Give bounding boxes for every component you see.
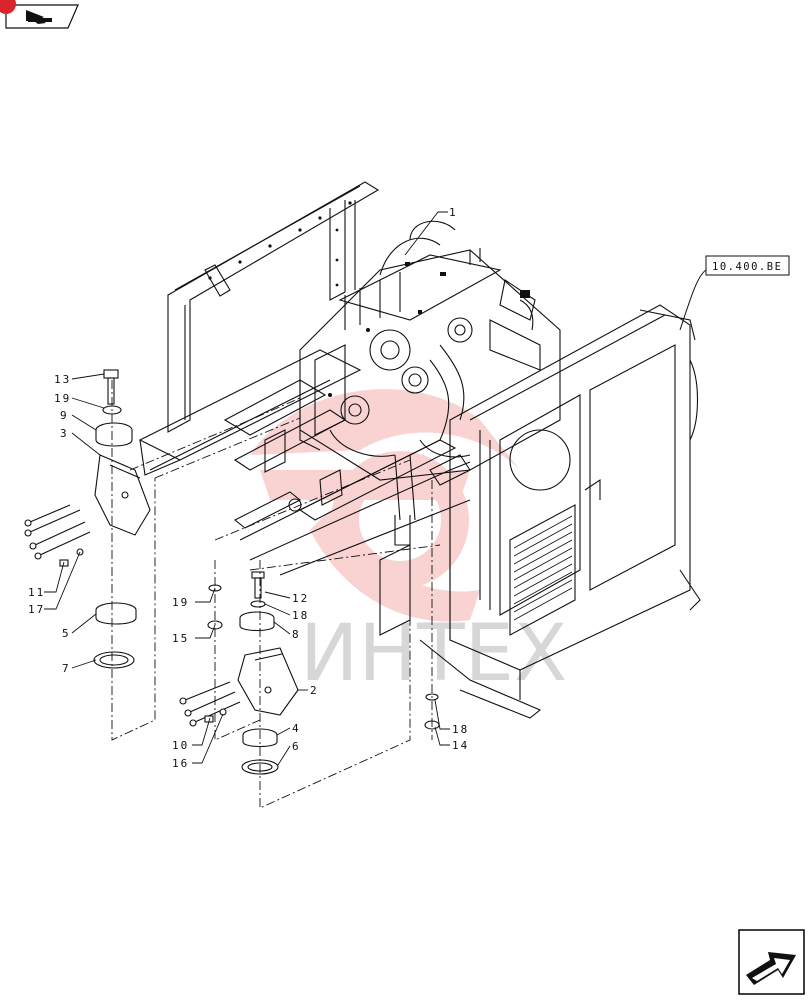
callout-13[interactable]: 13 bbox=[54, 373, 71, 386]
callout-7[interactable]: 7 bbox=[62, 662, 71, 675]
bolt-13 bbox=[103, 369, 119, 405]
callout-1[interactable]: 1 bbox=[449, 206, 458, 219]
callout-14[interactable]: 14 bbox=[452, 739, 469, 752]
reference-label: 10.400.BE bbox=[712, 261, 782, 273]
back-nav-button[interactable] bbox=[0, 0, 79, 29]
callout-18[interactable]: 18 bbox=[292, 609, 309, 622]
washer-18 bbox=[250, 600, 266, 608]
callout-18b[interactable]: 18 bbox=[452, 723, 469, 736]
engine-assembly bbox=[299, 220, 561, 546]
bracket-2 bbox=[237, 647, 299, 716]
next-page-button[interactable] bbox=[738, 929, 805, 995]
radiator-core bbox=[513, 515, 573, 621]
callout-6[interactable]: 6 bbox=[292, 740, 301, 753]
radiator-assembly bbox=[449, 304, 701, 700]
next-page-arrow-icon bbox=[746, 952, 796, 985]
callout-8[interactable]: 8 bbox=[292, 628, 301, 641]
rubber-mount-4 bbox=[242, 728, 278, 748]
left-mount-parts bbox=[24, 369, 151, 669]
reference-link[interactable]: 10.400.BE bbox=[679, 255, 790, 331]
callout-15[interactable]: 15 bbox=[172, 632, 189, 645]
watermark-text: ИНТЕХ bbox=[300, 609, 567, 699]
alignment-lines bbox=[111, 380, 441, 809]
callout-labels: 1 13 19 9 3 11 17 5 7 19 15 12 18 8 2 4 … bbox=[28, 206, 469, 770]
callout-17[interactable]: 17 bbox=[28, 603, 45, 616]
watermark-logo bbox=[250, 389, 520, 622]
callout-4[interactable]: 4 bbox=[292, 722, 301, 735]
rubber-mount-5 bbox=[95, 602, 137, 625]
callout-11[interactable]: 11 bbox=[28, 586, 45, 599]
callout-10[interactable]: 10 bbox=[172, 739, 189, 752]
callout-9[interactable]: 9 bbox=[60, 409, 69, 422]
engine-detail bbox=[328, 262, 530, 397]
bolt-12 bbox=[251, 571, 265, 599]
plate-7 bbox=[93, 651, 135, 669]
callout-2[interactable]: 2 bbox=[310, 684, 319, 697]
watermark: ИНТЕХ bbox=[250, 389, 567, 699]
callout-12[interactable]: 12 bbox=[292, 592, 309, 605]
callout-19[interactable]: 19 bbox=[54, 392, 71, 405]
rubber-mount-8 bbox=[239, 611, 275, 632]
machine-frame bbox=[138, 181, 542, 719]
bolts-10-16 bbox=[179, 681, 241, 727]
back-arrow-icon bbox=[26, 10, 52, 24]
callout-3[interactable]: 3 bbox=[60, 427, 69, 440]
center-mount-parts bbox=[179, 571, 440, 775]
rubber-mount-9 bbox=[95, 422, 133, 447]
bracket-3 bbox=[94, 454, 151, 536]
frame-holes bbox=[208, 201, 352, 287]
callout-5[interactable]: 5 bbox=[62, 627, 71, 640]
leader-lines bbox=[44, 211, 450, 766]
callout-19b[interactable]: 19 bbox=[172, 596, 189, 609]
bolts-11-17 bbox=[24, 504, 91, 567]
red-badge-icon bbox=[0, 0, 16, 14]
callout-16[interactable]: 16 bbox=[172, 757, 189, 770]
